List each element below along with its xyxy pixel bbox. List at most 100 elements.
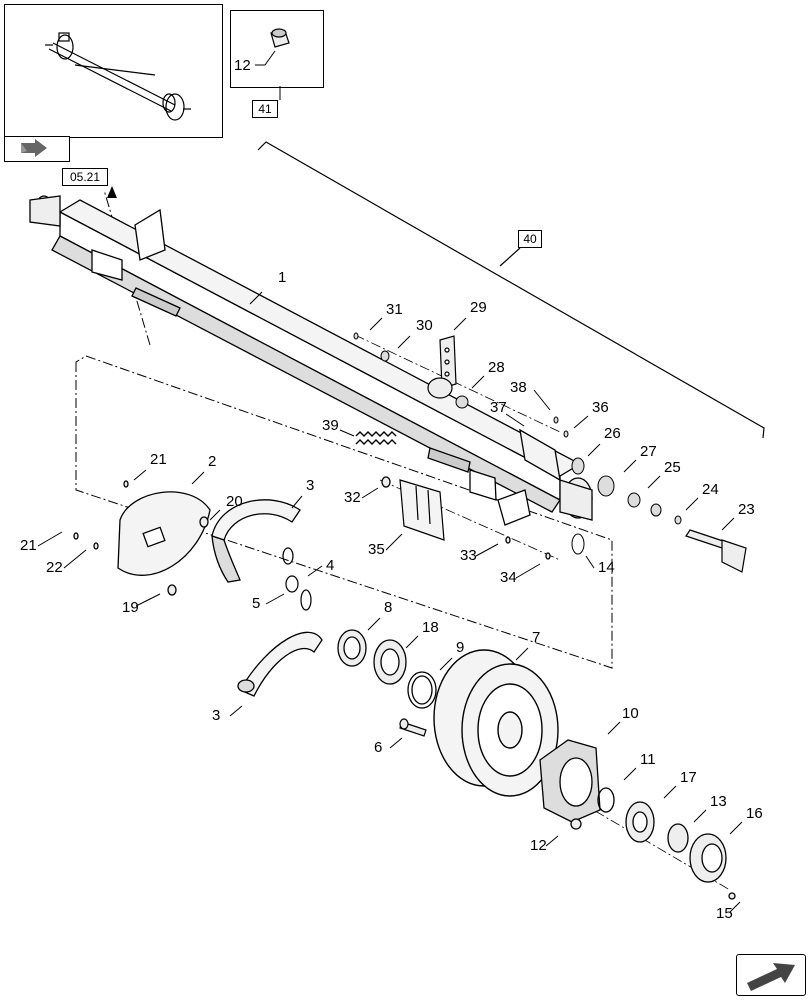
callout-number: 15	[716, 905, 733, 922]
callout-leader	[133, 469, 147, 481]
wheel-stud	[399, 718, 427, 737]
callout-leader	[515, 647, 529, 661]
callout-leader	[729, 821, 743, 835]
callout-leader	[515, 563, 541, 579]
callout-number: 23	[738, 501, 755, 518]
callout-leader	[693, 809, 707, 823]
callout-number: 35	[368, 541, 385, 558]
callout-leader	[307, 565, 323, 577]
brake-camshaft	[685, 529, 747, 573]
callout-number: 11	[640, 751, 656, 768]
callout-number: 17	[680, 769, 697, 786]
callout-number: 28	[488, 359, 505, 376]
callout-number: 2	[208, 453, 216, 470]
inset-tag-leader	[279, 86, 281, 100]
callout-leader	[505, 413, 525, 427]
ref-tag-05-21[interactable]: 05.21	[62, 168, 108, 186]
callout-number: 6	[374, 739, 382, 756]
callout-leader	[663, 785, 677, 799]
wheel-hub	[539, 739, 601, 823]
callout-number: 9	[456, 639, 464, 656]
callout-number: 12	[530, 837, 547, 854]
callout-number: 21	[20, 537, 37, 554]
callout-number: 25	[664, 459, 681, 476]
backing-plate	[117, 491, 211, 576]
callout-leader	[339, 429, 355, 437]
callout-leader	[721, 517, 735, 531]
callout-leader	[439, 657, 453, 671]
callout-leader	[647, 475, 661, 489]
callout-leader	[249, 291, 263, 305]
callout-leader	[63, 549, 87, 569]
callout-leader	[685, 497, 699, 511]
shoe-springs	[282, 547, 312, 611]
callout-leader	[585, 555, 595, 569]
callout-number: 16	[746, 805, 763, 822]
callout-leader	[291, 495, 303, 509]
callout-number: 38	[510, 379, 527, 396]
next-page-arrow-icon[interactable]	[736, 954, 806, 996]
link-arrow	[107, 186, 117, 198]
ref-tag-41[interactable]: 41	[252, 100, 278, 118]
brake-shoe-upper	[211, 499, 301, 583]
callout-leader	[265, 593, 285, 605]
callout-number: 33	[460, 547, 477, 564]
callout-leader	[545, 835, 559, 847]
callout-number: 26	[604, 425, 621, 442]
brake-drum	[433, 649, 559, 797]
callout-leader	[405, 635, 419, 649]
callout-leader	[453, 317, 467, 331]
callout-number: 29	[470, 299, 487, 316]
callout-leader	[369, 317, 383, 331]
axle-overview-illustration	[45, 32, 191, 121]
callout-number: 10	[622, 705, 639, 722]
callout-leader	[135, 593, 161, 607]
callout-leader	[475, 543, 499, 557]
callout-number: 22	[46, 559, 63, 576]
callout-number: 20	[226, 493, 243, 510]
reverse-arrow-icon[interactable]	[4, 136, 70, 162]
callout-leader	[37, 531, 63, 547]
callout-number: 27	[640, 443, 657, 460]
callout-number: 36	[592, 399, 609, 416]
callout-leader	[361, 487, 379, 499]
callout-leader	[587, 443, 601, 457]
brake-shoe-lower	[237, 631, 323, 697]
callout-number: 7	[532, 629, 540, 646]
callout-leader	[623, 459, 637, 473]
callout-leader	[229, 705, 243, 717]
callout-number: 8	[384, 599, 392, 616]
callout-number: 37	[490, 399, 507, 416]
callout-leader	[389, 737, 403, 749]
inset-callout-12: 12	[234, 57, 251, 74]
callout-number: 5	[252, 595, 260, 612]
callout-number: 1	[278, 269, 286, 286]
callout-number: 31	[386, 301, 403, 318]
callout-number: 13	[710, 793, 727, 810]
slack-adjuster	[427, 335, 457, 399]
inset-nut-illustration	[255, 28, 290, 66]
callout-number: 18	[422, 619, 439, 636]
callout-number: 24	[702, 481, 719, 498]
callout-number: 34	[500, 569, 517, 586]
overview-thumbnail[interactable]	[4, 4, 223, 138]
inset-detail-box[interactable]: 12	[230, 10, 324, 88]
callout-leader	[471, 375, 485, 389]
callout-leader	[729, 901, 741, 913]
callout-number: 19	[122, 599, 139, 616]
axle-beam	[29, 195, 593, 526]
small-hardware	[353, 332, 682, 555]
callout-leader	[397, 335, 411, 349]
seals-bearings	[337, 629, 437, 709]
ref-tag-40[interactable]: 40	[518, 230, 542, 248]
callout-leader	[209, 509, 221, 521]
brake-group-outline	[75, 355, 613, 669]
hub-components	[73, 476, 736, 900]
return-spring	[355, 431, 397, 445]
callout-number: 14	[598, 559, 615, 576]
callout-number: 30	[416, 317, 433, 334]
callout-number: 3	[212, 707, 220, 724]
callout-leader	[385, 533, 403, 551]
callout-number: 39	[322, 417, 339, 434]
mounting-bracket	[399, 479, 445, 541]
